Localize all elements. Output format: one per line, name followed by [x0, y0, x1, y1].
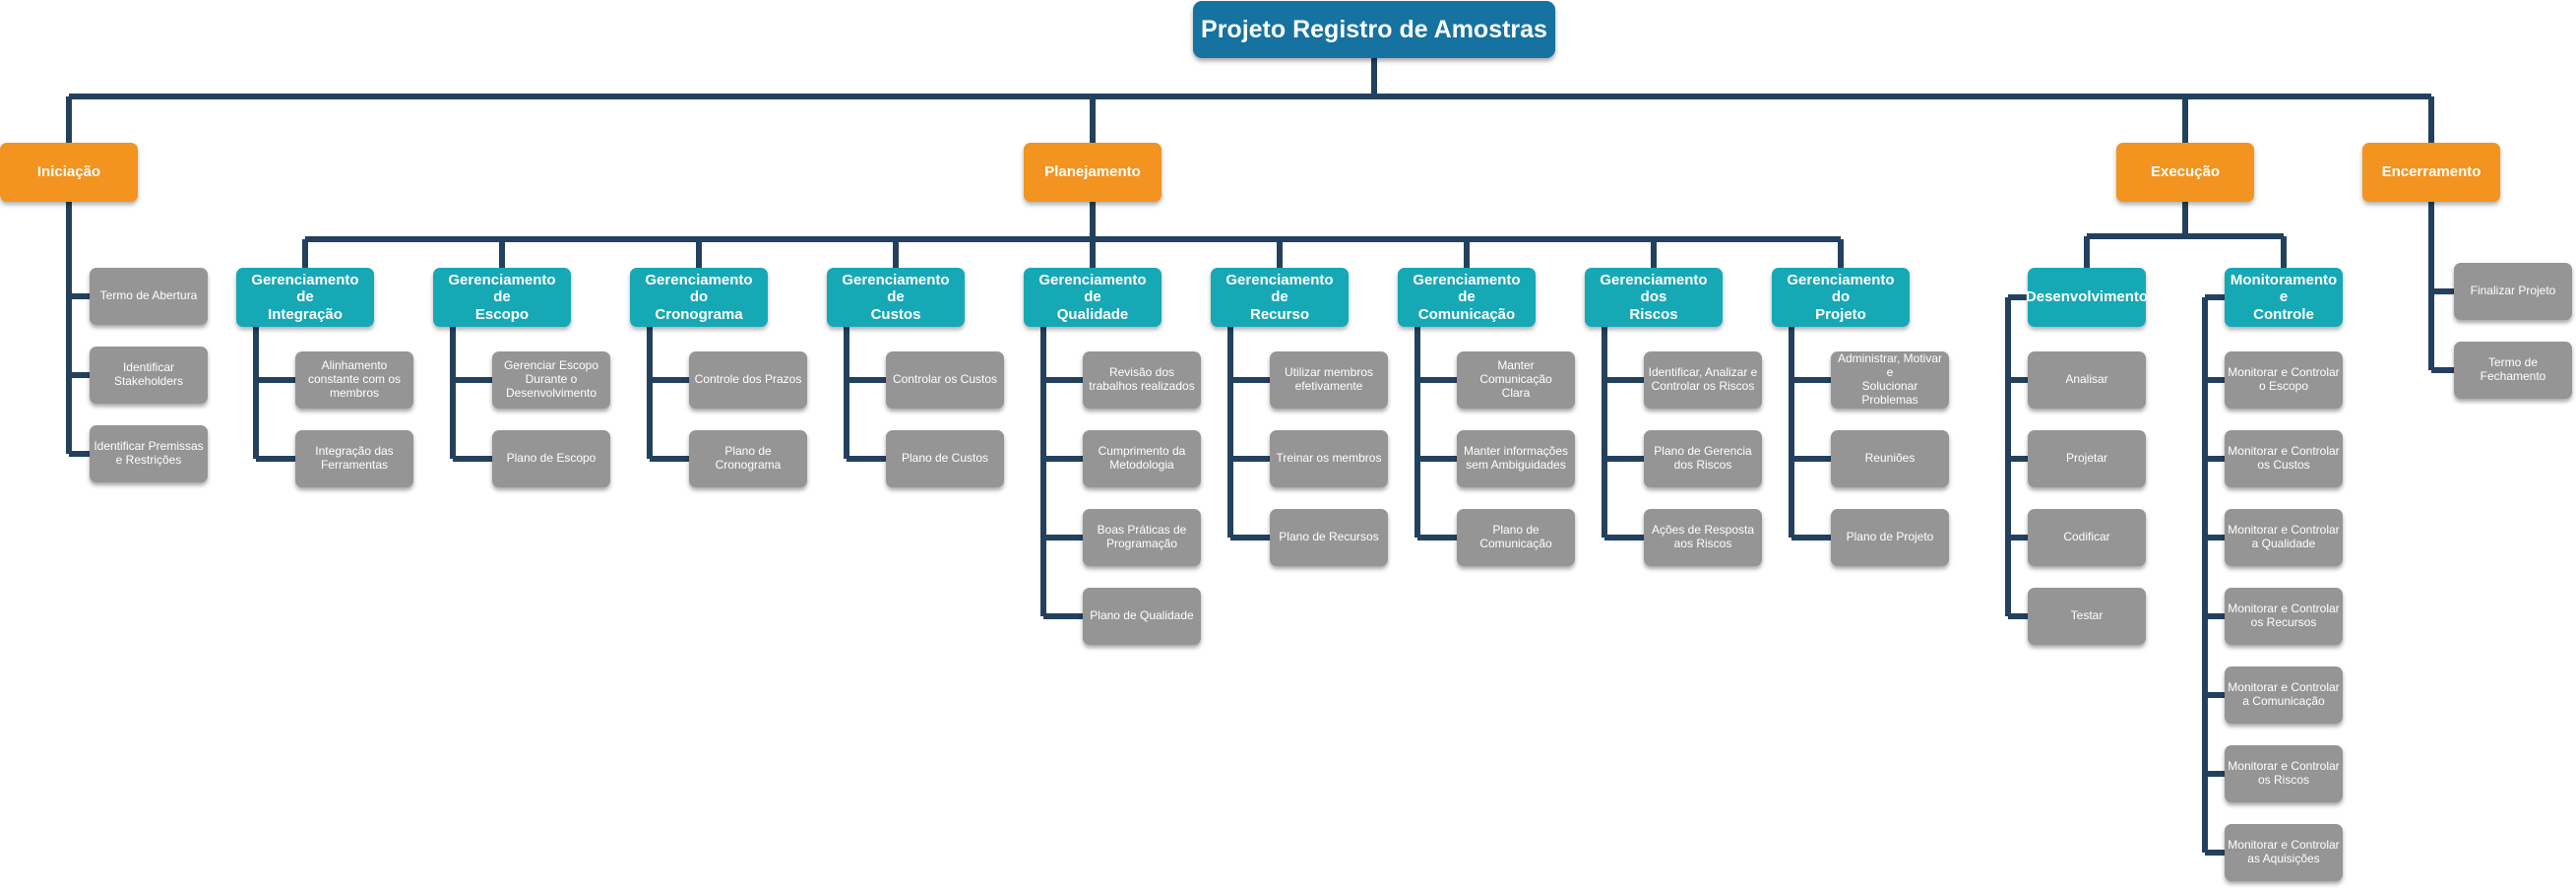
task-identificar-premissas[interactable]: Identificar Premissas e Restrições	[90, 425, 208, 482]
area-recurso[interactable]: Gerenciamento de Recurso	[1211, 268, 1349, 327]
task-monitorar-aquisicoes[interactable]: Monitorar e Controlar as Aquisições	[2225, 824, 2343, 881]
task-treinar-membros[interactable]: Treinar os membros	[1270, 430, 1388, 487]
task-boas-praticas[interactable]: Boas Práticas de Programação	[1083, 509, 1201, 566]
area-custos[interactable]: Gerenciamento de Custos	[827, 268, 965, 327]
area-cronograma[interactable]: Gerenciamento do Cronograma	[630, 268, 768, 327]
task-reunioes[interactable]: Reuniões	[1831, 430, 1949, 487]
task-monitorar-custos[interactable]: Monitorar e Controlar os Custos	[2225, 430, 2343, 487]
root-project-title[interactable]: Projeto Registro de Amostras	[1193, 1, 1555, 58]
area-riscos[interactable]: Gerenciamento dos Riscos	[1585, 268, 1723, 327]
task-acoes-resposta[interactable]: Ações de Resposta aos Riscos	[1644, 509, 1762, 566]
area-desenvolvimento[interactable]: Desenvolvimento	[2026, 268, 2148, 327]
task-plano-de-escopo[interactable]: Plano de Escopo	[492, 430, 610, 487]
task-plano-qualidade[interactable]: Plano de Qualidade	[1083, 588, 1201, 645]
task-termo-de-abertura[interactable]: Termo de Abertura	[90, 268, 208, 325]
task-identificar-riscos[interactable]: Identificar, Analizar e Controlar os Ris…	[1644, 351, 1762, 409]
area-integracao[interactable]: Gerenciamento de Integração	[236, 268, 374, 327]
task-monitorar-qualidade[interactable]: Monitorar e Controlar a Qualidade	[2225, 509, 2343, 566]
task-analisar[interactable]: Analisar	[2028, 351, 2146, 409]
task-plano-custos[interactable]: Plano de Custos	[886, 430, 1004, 487]
task-monitorar-comunicacao[interactable]: Monitorar e Controlar a Comunicação	[2225, 667, 2343, 724]
task-revisao-trabalhos[interactable]: Revisão dos trabalhos realizados	[1083, 351, 1201, 409]
task-monitorar-riscos[interactable]: Monitorar e Controlar os Riscos	[2225, 745, 2343, 802]
task-monitorar-escopo[interactable]: Monitorar e Controlar o Escopo	[2225, 351, 2343, 409]
task-finalizar-projeto[interactable]: Finalizar Projeto	[2454, 263, 2572, 320]
task-plano-gerencia-riscos[interactable]: Plano de Gerencia dos Riscos	[1644, 430, 1762, 487]
task-comunicacao-clara[interactable]: Manter Comunicação Clara	[1457, 351, 1575, 409]
task-sem-ambiguidades[interactable]: Manter informações sem Ambiguidades	[1457, 430, 1575, 487]
area-comunicacao[interactable]: Gerenciamento de Comunicação	[1398, 268, 1536, 327]
area-monitoramento[interactable]: Monitoramento e Controle	[2225, 268, 2343, 327]
task-controle-prazos[interactable]: Controle dos Prazos	[689, 351, 807, 409]
task-alinhamento-constante[interactable]: Alinhamento constante com os membros	[295, 351, 413, 409]
task-gerenciar-escopo[interactable]: Gerenciar Escopo Durante o Desenvolvimen…	[492, 351, 610, 409]
task-administrar-motivar[interactable]: Administrar, Motivar e Solucionar Proble…	[1831, 351, 1949, 409]
task-plano-cronograma[interactable]: Plano de Cronograma	[689, 430, 807, 487]
task-plano-projeto[interactable]: Plano de Projeto	[1831, 509, 1949, 566]
area-escopo[interactable]: Gerenciamento de Escopo	[433, 268, 571, 327]
task-testar[interactable]: Testar	[2028, 588, 2146, 645]
task-codificar[interactable]: Codificar	[2028, 509, 2146, 566]
area-projeto[interactable]: Gerenciamento do Projeto	[1772, 268, 1910, 327]
task-identificar-stakeholders[interactable]: Identificar Stakeholders	[90, 347, 208, 404]
task-cumprimento-metodologia[interactable]: Cumprimento da Metodologia	[1083, 430, 1201, 487]
phase-execucao[interactable]: Execução	[2116, 143, 2254, 202]
task-projetar[interactable]: Projetar	[2028, 430, 2146, 487]
task-plano-comunicacao[interactable]: Plano de Comunicação	[1457, 509, 1575, 566]
task-utilizar-membros[interactable]: Utilizar membros efetivamente	[1270, 351, 1388, 409]
phase-iniciacao[interactable]: Iniciação	[0, 143, 138, 202]
area-qualidade[interactable]: Gerenciamento de Qualidade	[1024, 268, 1162, 327]
task-monitorar-recursos[interactable]: Monitorar e Controlar os Recursos	[2225, 588, 2343, 645]
task-plano-recursos[interactable]: Plano de Recursos	[1270, 509, 1388, 566]
task-integracao-ferramentas[interactable]: Integração das Ferramentas	[295, 430, 413, 487]
task-controlar-custos[interactable]: Controlar os Custos	[886, 351, 1004, 409]
phase-encerramento[interactable]: Encerramento	[2362, 143, 2500, 202]
phase-planejamento[interactable]: Planejamento	[1024, 143, 1162, 202]
task-termo-fechamento[interactable]: Termo de Fechamento	[2454, 342, 2572, 399]
